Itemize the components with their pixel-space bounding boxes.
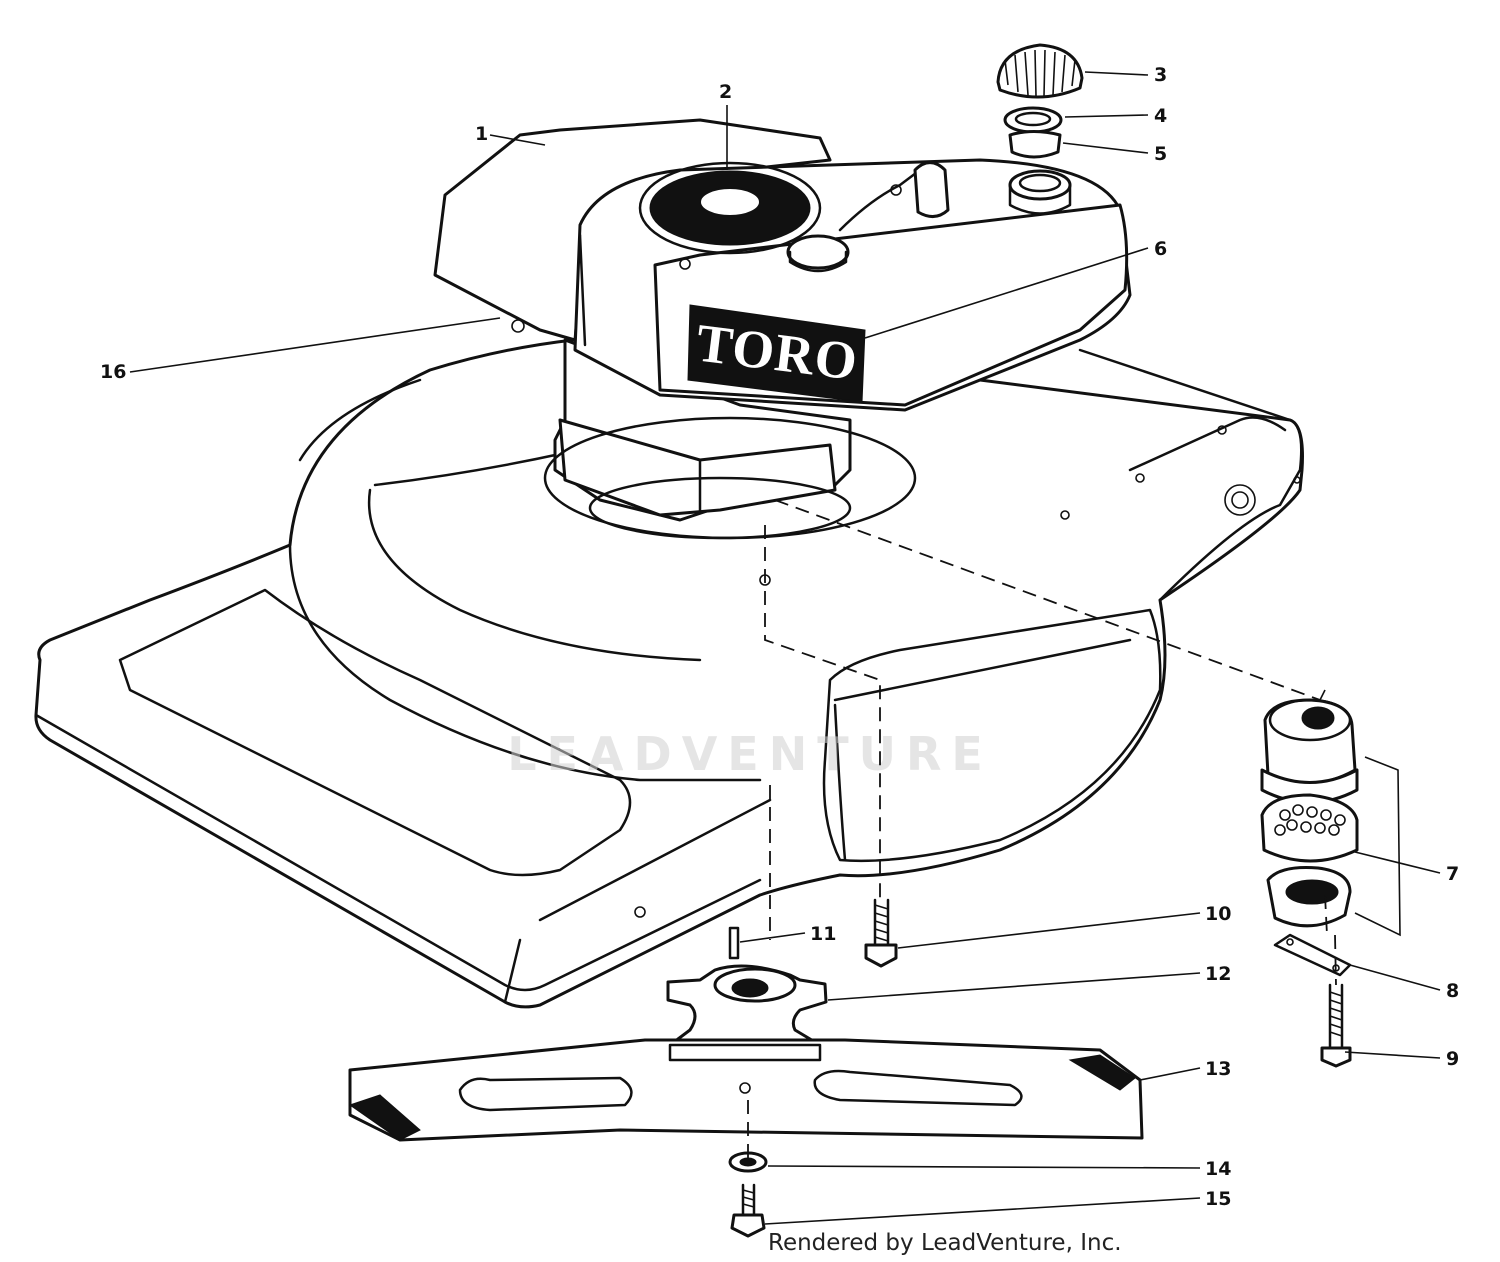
- bolt-10: [864, 898, 898, 968]
- callout-15: 15: [1205, 1188, 1231, 1210]
- callout-12: 12: [1205, 963, 1231, 985]
- callout-5: 5: [1154, 143, 1167, 165]
- callout-16: 16: [100, 361, 126, 383]
- engine: TORO: [433, 118, 1132, 540]
- brand-decal: [687, 304, 866, 403]
- callout-numbers: 1 2 3 4 5 6 7 8 9 10 11 12 13 14 15 16: [100, 64, 1459, 1210]
- air-cleaner-assembly: [1260, 698, 1359, 1068]
- callout-6: 6: [1154, 238, 1167, 260]
- callout-2: 2: [719, 81, 732, 103]
- mower-deck: [34, 332, 1304, 1009]
- callout-8: 8: [1446, 980, 1459, 1002]
- callout-3: 3: [1154, 64, 1167, 86]
- callout-1: 1: [475, 123, 488, 145]
- callout-11: 11: [810, 923, 836, 945]
- fuel-cap-parts: [996, 43, 1084, 159]
- assembly-axes: [747, 499, 1326, 1160]
- callout-4: 4: [1154, 105, 1167, 127]
- callout-13: 13: [1205, 1058, 1231, 1080]
- blade-adapter: [666, 926, 828, 1047]
- callout-10: 10: [1205, 903, 1231, 925]
- callout-7: 7: [1446, 863, 1459, 885]
- watermark: LEADVENTURE: [507, 727, 993, 781]
- callout-14: 14: [1205, 1158, 1231, 1180]
- callout-9: 9: [1446, 1048, 1459, 1070]
- credit-line: Rendered by LeadVenture, Inc.: [768, 1230, 1122, 1256]
- blade-bolt-washer: [728, 1151, 768, 1238]
- leader-lines: [129, 71, 1441, 1225]
- mower-blade: [348, 1038, 1144, 1142]
